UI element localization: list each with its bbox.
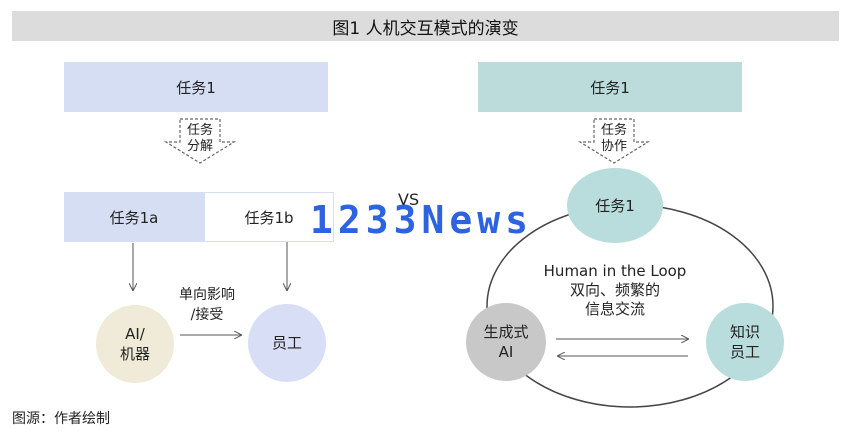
employee-circle: 员工 [248,304,326,382]
watermark-text: 1233News [310,198,534,242]
generative-ai-circle: 生成式 AI [466,303,546,381]
knowledge-worker-line1: 知识 [729,323,760,341]
knowledge-worker-circle: 知识 员工 [706,303,784,381]
decompose-arrow [163,118,237,164]
task-circle-label: 任务1 [595,196,635,215]
knowledge-worker-line2: 员工 [729,343,760,361]
collab-label-line2: 协作 [600,139,627,154]
gen-ai-line1: 生成式 [483,323,529,341]
decompose-label-line2: 分解 [186,139,213,154]
left-task-box: 任务1 [64,62,328,112]
collab-label: 任务 协作 [594,123,634,155]
subtask-1a-box: 任务1a [64,192,204,242]
subtask-1b-box: 任务1b [204,192,334,242]
vs-label: VS [398,190,420,209]
influence-label-line2: /接受 [190,307,224,323]
influence-label: 单向影响 /接受 [170,285,244,325]
source-note: 图源：作者绘制 [12,411,110,427]
collab-arrow [577,118,651,164]
hitl-line1: Human in the Loop [543,262,687,280]
task-circle: 任务1 [567,168,663,243]
employee-label: 员工 [271,334,302,352]
hitl-line3: 信息交流 [584,300,645,318]
hitl-line2: 双向、频繁的 [569,281,660,299]
influence-label-line1: 单向影响 [179,287,235,303]
ai-circle-line1: AI/ [125,325,145,343]
decompose-label-line1: 任务 [186,123,213,138]
figure-title: 图1 人机交互模式的演变 [12,11,839,41]
decompose-label: 任务 分解 [180,123,220,155]
gen-ai-line2: AI [498,343,514,361]
human-in-the-loop-label: Human in the Loop 双向、频繁的 信息交流 [528,262,702,319]
ai-circle-line2: 机器 [119,345,150,363]
ai-machine-circle: AI/ 机器 [96,305,174,383]
right-task-box: 任务1 [478,62,742,112]
collab-label-line1: 任务 [600,123,627,138]
